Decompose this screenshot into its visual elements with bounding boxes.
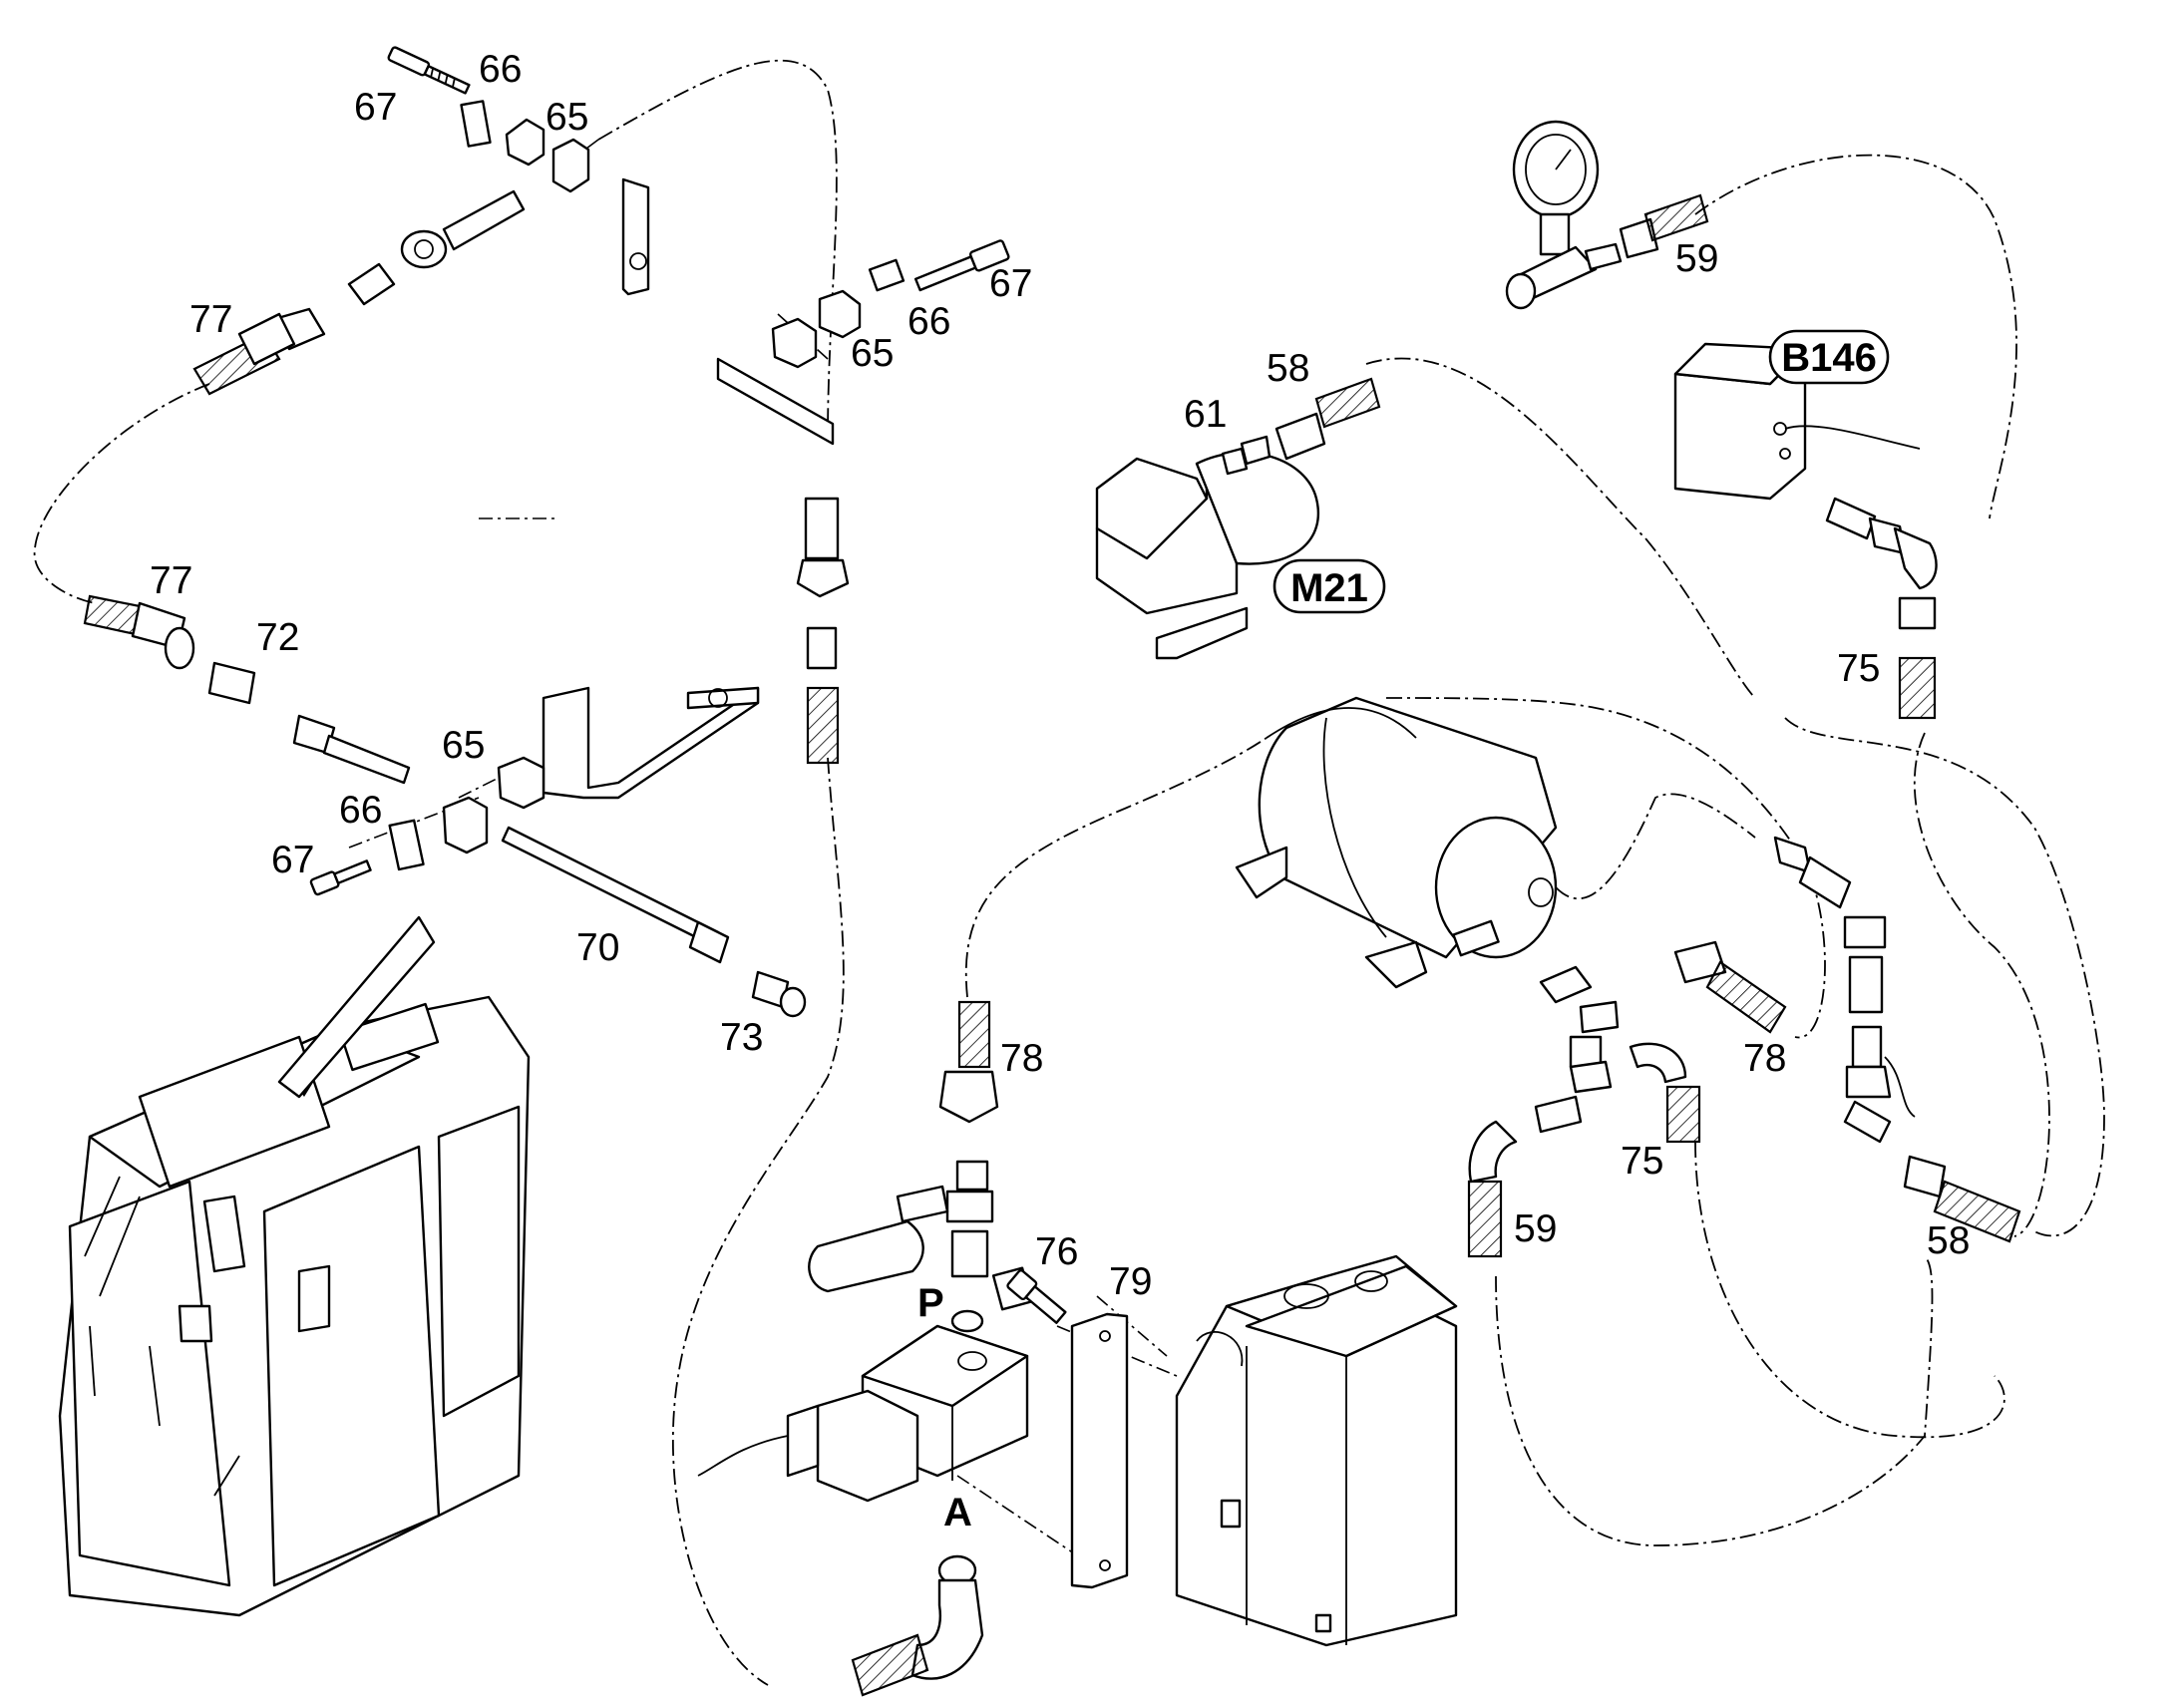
part-label-59a: 59 xyxy=(1675,237,1718,280)
operator-cab xyxy=(58,915,531,1617)
port-label-a: A xyxy=(943,1491,972,1535)
clamp-set-mid xyxy=(309,686,760,896)
part-label-61: 61 xyxy=(1184,393,1227,436)
part-label-66b: 66 xyxy=(339,789,382,832)
clamp-set-top xyxy=(387,46,650,296)
part-label-78b: 78 xyxy=(1743,1037,1786,1080)
component-tag-m21-text: M21 xyxy=(1290,566,1368,610)
port-label-p: P xyxy=(917,1281,944,1325)
bolt-and-plate xyxy=(1006,1269,1129,1589)
part-label-59b: 59 xyxy=(1514,1207,1557,1250)
component-tag-b146-text: B146 xyxy=(1781,336,1877,380)
part-label-78a: 78 xyxy=(1000,1037,1043,1080)
part-label-67a: 67 xyxy=(354,86,397,129)
center-stack xyxy=(716,239,1010,765)
right-column-fittings xyxy=(1773,836,2021,1243)
accumulator-tank xyxy=(1235,696,1558,989)
reservoir-unit xyxy=(1175,1254,1458,1647)
switch-box-b146 xyxy=(1673,342,1938,720)
part-label-70: 70 xyxy=(576,926,619,969)
component-tag-b146: B146 xyxy=(1768,329,1890,385)
part-label-58a: 58 xyxy=(1267,347,1309,390)
port-labels: P A xyxy=(917,1281,972,1535)
part-label-72: 72 xyxy=(256,616,299,659)
pressure-gauge xyxy=(1505,120,1709,310)
part-label-66a: 66 xyxy=(479,48,522,91)
part-label-76: 76 xyxy=(1035,1230,1078,1273)
part-label-67b: 67 xyxy=(271,839,314,881)
part-label-77b: 77 xyxy=(150,559,192,602)
part-label-73: 73 xyxy=(720,1016,763,1059)
part-label-58b: 58 xyxy=(1927,1219,1970,1262)
pipe-fittings-mid-left xyxy=(83,594,411,785)
component-tag-m21: M21 xyxy=(1272,558,1386,614)
part-label-65a: 65 xyxy=(545,96,588,139)
hose-runs xyxy=(33,59,2105,1686)
tank-side-fittings xyxy=(1467,940,1787,1258)
part-label-77a: 77 xyxy=(189,298,232,341)
part-label-65c: 65 xyxy=(851,332,894,375)
part-label-75b: 75 xyxy=(1621,1140,1663,1183)
part-label-66c: 66 xyxy=(908,300,950,343)
part-label-79: 79 xyxy=(1109,1260,1152,1303)
pipe-fittings-top-left xyxy=(192,189,526,396)
part-label-75a: 75 xyxy=(1837,647,1880,690)
rod-assembly-70 xyxy=(501,826,807,1018)
part-labels: 67 66 65 77 77 72 65 66 67 66 65 67 70 7… xyxy=(150,48,1970,1303)
part-label-67c: 67 xyxy=(989,262,1032,305)
part-label-65b: 65 xyxy=(442,724,485,767)
motor-m21 xyxy=(1095,377,1381,660)
valve-block xyxy=(697,1000,1033,1697)
